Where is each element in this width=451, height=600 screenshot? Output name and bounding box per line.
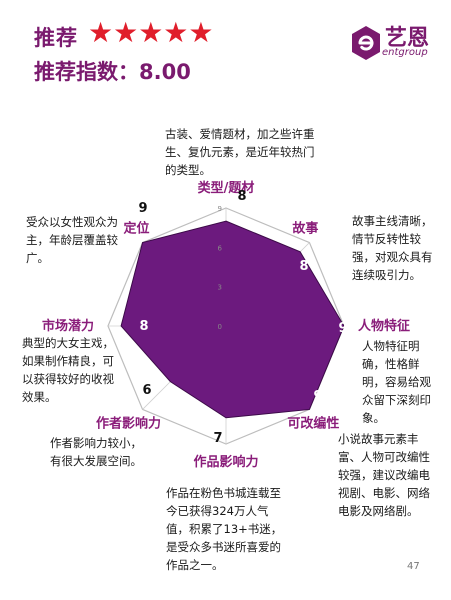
radar-value-label: 8 [139, 319, 148, 334]
logo-icon [352, 26, 380, 60]
radar-value-label: 9 [313, 389, 322, 404]
radar-category-label: 故事 [292, 221, 318, 237]
logo-subtext: entgroup [382, 47, 428, 58]
radar-value-label: 6 [142, 383, 151, 398]
radar-tick-label: 3 [218, 284, 222, 292]
radar-category-label: 定位 [123, 221, 150, 237]
radar-tick-label: 0 [218, 323, 222, 331]
radar-tick-label: 9 [218, 205, 222, 213]
description-positioning: 受众以女性观众为主，年龄层覆盖较广。 [26, 215, 118, 265]
radar-category-label: 类型/题材 [198, 180, 255, 196]
radar-value-label: 9 [338, 321, 347, 336]
description-author-influence: 作者影响力较小，有很大发展空间。 [50, 436, 142, 468]
description-characters: 人物特征明确，性格鲜明，容易给观众留下深刻印象。 [362, 339, 431, 425]
radar-data-area [120, 220, 345, 419]
rating-stars: ★★★★★ [88, 16, 214, 49]
radar-value-label: 8 [299, 259, 308, 274]
page-number: 47 [407, 561, 420, 572]
radar-category-label: 可改编性 [287, 415, 339, 431]
radar-category-label: 作者影响力 [96, 415, 161, 431]
description-market-potential: 典型的大女主戏，如果制作精良，可以获得较好的收视效果。 [22, 336, 114, 404]
radar-value-label: 9 [138, 201, 147, 216]
radar-tick-label: 6 [218, 244, 223, 252]
entgroup-logo: 艺恩 entgroup [349, 20, 439, 68]
radar-category-label: 人物特征 [358, 318, 410, 334]
radar-category-label: 市场潜力 [42, 318, 94, 334]
radar-value-label: 8 [237, 189, 246, 204]
recommendation-score: 推荐指数：8.00 [34, 60, 191, 84]
logo-text: 艺恩 [385, 26, 430, 51]
description-story: 故事主线清晰，情节反转性较强，对观众具有连续吸引力。 [352, 214, 433, 282]
description-work-influence: 作品在粉色书城连载至今已获得324万人气值，积累了13+书迷，是受众多书迷所喜爱… [166, 486, 283, 572]
description-genre: 古装、爱情题材，加之些许重生、复仇元素，是近年较热门的类型。 [165, 127, 315, 177]
radar-category-label: 作品影响力 [193, 454, 258, 470]
page-title: 推荐 [34, 26, 78, 50]
description-adaptability: 小说故事元素丰富、人物可改编性较强，建议改编电视剧、电影、网络电影及网络剧。 [338, 432, 430, 518]
radar-value-label: 7 [213, 431, 222, 446]
